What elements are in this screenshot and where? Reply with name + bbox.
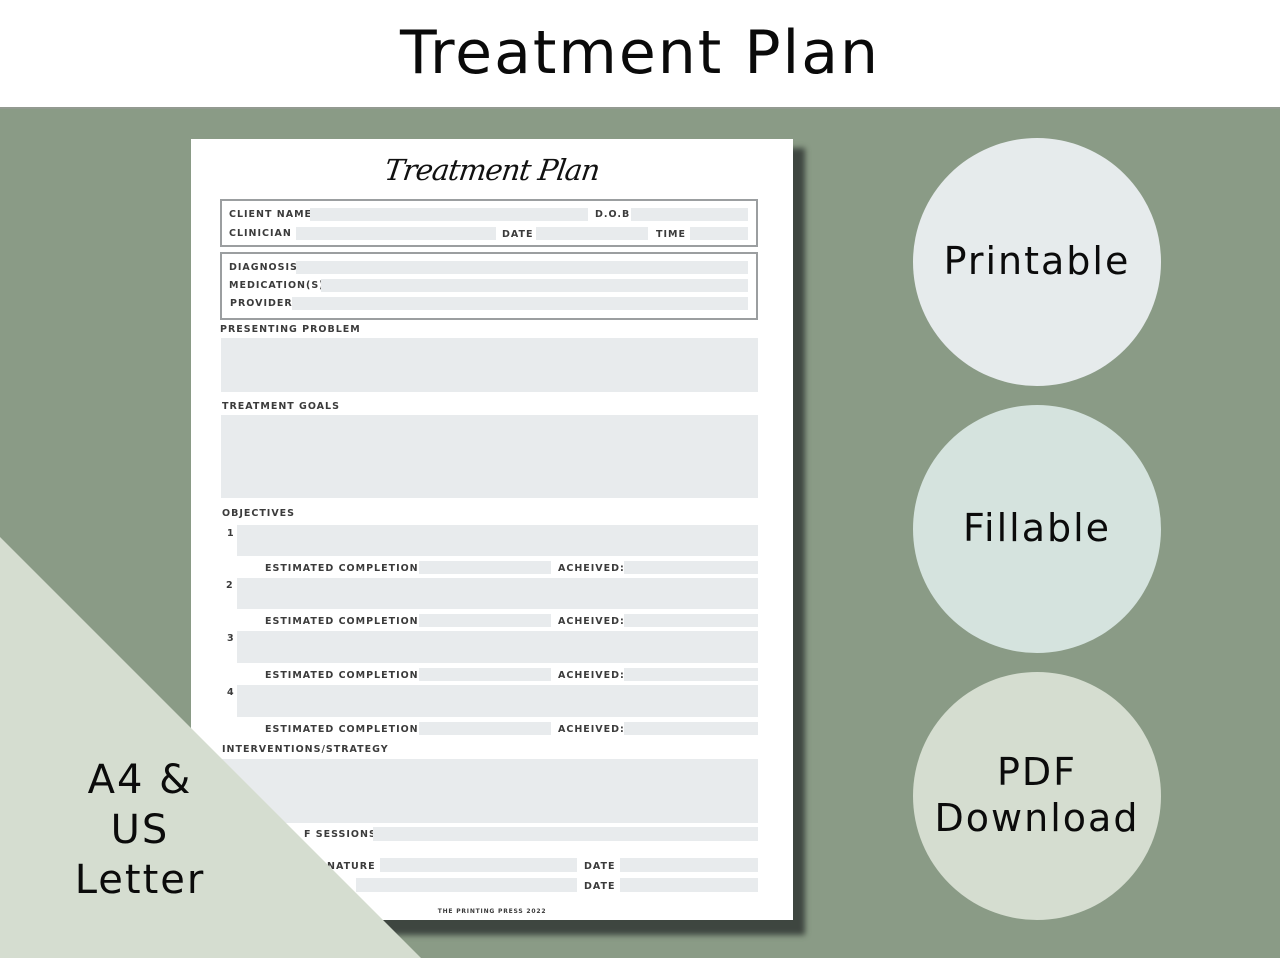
download-label: Download — [934, 796, 1140, 840]
estimated-completion-label: ESTIMATED COMPLETION: — [265, 670, 424, 681]
treatment-goals-field[interactable] — [221, 415, 758, 498]
achieved-label: ACHEIVED: — [558, 670, 625, 681]
banner-divider — [0, 107, 1280, 109]
clinician-field[interactable] — [296, 227, 496, 240]
client-name-label: CLIENT NAME — [229, 209, 313, 220]
second-date-label: DATE — [584, 881, 616, 892]
client-name-field[interactable] — [310, 208, 588, 221]
pdf-download-badge: PDF Download — [913, 672, 1161, 920]
achieved-label: ACHEIVED: — [558, 616, 625, 627]
medication-field[interactable] — [321, 279, 748, 292]
achieved-field[interactable] — [624, 668, 758, 681]
objective-field[interactable] — [237, 631, 758, 663]
fillable-label: Fillable — [962, 506, 1112, 551]
achieved-field[interactable] — [624, 614, 758, 627]
client-info-box — [220, 199, 758, 247]
signature-label: NATURE — [327, 861, 376, 872]
size-label-line3: Letter — [74, 857, 206, 903]
presenting-problem-field[interactable] — [221, 338, 758, 392]
banner-title: Treatment Plan — [399, 18, 881, 88]
signature-date-field[interactable] — [620, 858, 758, 872]
time-label: TIME — [656, 229, 686, 240]
document-footer: THE PRINTING PRESS 2022 — [437, 908, 547, 915]
presenting-problem-label: PRESENTING PROBLEM — [220, 324, 361, 335]
objective-number: 3 — [227, 633, 235, 644]
time-field[interactable] — [690, 227, 748, 240]
signature-date-label: DATE — [584, 861, 616, 872]
achieved-field[interactable] — [624, 561, 758, 574]
estimated-completion-label: ESTIMATED COMPLETION: — [265, 563, 424, 574]
dob-field[interactable] — [631, 208, 748, 221]
provider-field[interactable] — [292, 297, 748, 310]
pdf-label: PDF — [996, 750, 1078, 795]
achieved-field[interactable] — [624, 722, 758, 735]
provider-label: PROVIDER — [230, 298, 293, 309]
objective-number: 4 — [227, 687, 235, 698]
objective-field[interactable] — [237, 525, 758, 556]
top-banner: Treatment Plan — [0, 0, 1280, 107]
estimated-completion-field[interactable] — [419, 561, 551, 574]
sessions-field[interactable] — [373, 827, 758, 841]
date-field[interactable] — [536, 227, 648, 240]
size-label: A4 & US Letter — [40, 755, 240, 905]
second-date-field[interactable] — [620, 878, 758, 892]
signature-field[interactable] — [380, 858, 577, 872]
objectives-label: OBJECTIVES — [222, 508, 296, 519]
printable-label: Printable — [943, 239, 1131, 284]
size-label-line1: A4 & — [87, 757, 193, 803]
objective-field[interactable] — [237, 578, 758, 609]
fillable-badge: Fillable — [913, 405, 1161, 653]
printable-badge: Printable — [913, 138, 1161, 386]
medication-label: MEDICATION(S) — [229, 280, 325, 291]
objective-number: 2 — [226, 580, 234, 591]
clinician-label: CLINICIAN — [229, 228, 292, 239]
document-script-title: Treatment Plan — [382, 153, 602, 187]
objective-field[interactable] — [237, 685, 758, 717]
diagnosis-label: DIAGNOSIS — [229, 262, 298, 273]
estimated-completion-field[interactable] — [419, 722, 551, 735]
estimated-completion-label: ESTIMATED COMPLETION: — [265, 616, 424, 627]
achieved-label: ACHEIVED: — [558, 724, 625, 735]
diagnosis-field[interactable] — [296, 261, 748, 274]
achieved-label: ACHEIVED: — [558, 563, 625, 574]
dob-label: D.O.B — [595, 209, 631, 220]
estimated-completion-label: ESTIMATED COMPLETION: — [265, 724, 424, 735]
objective-number: 1 — [227, 528, 235, 539]
treatment-plan-document: Treatment Plan CLIENT NAME D.O.B CLINICI… — [191, 139, 793, 920]
interventions-label: INTERVENTIONS/STRATEGY — [222, 744, 389, 755]
interventions-field[interactable] — [221, 759, 758, 823]
treatment-goals-label: TREATMENT GOALS — [222, 401, 340, 412]
estimated-completion-field[interactable] — [419, 614, 551, 627]
estimated-completion-field[interactable] — [419, 668, 551, 681]
sessions-label: F SESSIONS: — [304, 829, 382, 840]
size-label-line2: US — [110, 807, 170, 853]
date-label: DATE — [502, 229, 534, 240]
second-signature-field[interactable] — [356, 878, 577, 892]
clinical-info-box — [220, 252, 758, 320]
